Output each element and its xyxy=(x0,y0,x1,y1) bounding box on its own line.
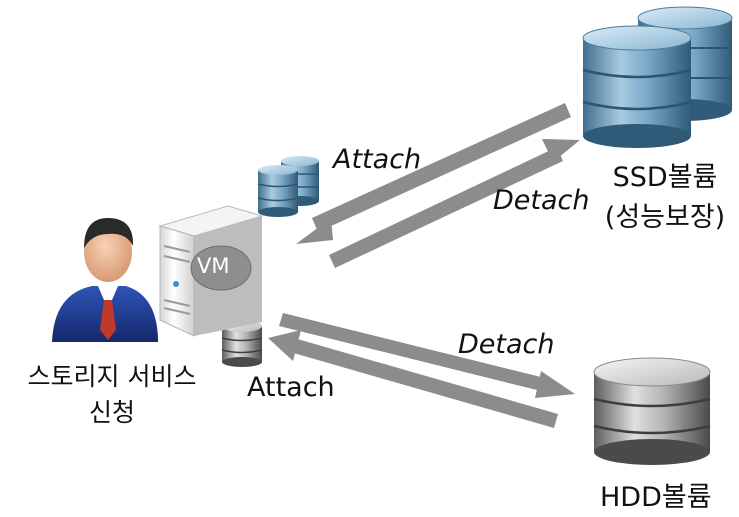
ssd-volume-label: SSD볼륨 (성능보장) xyxy=(604,162,726,233)
arrow-hdd-detach xyxy=(279,313,575,398)
arrow-hdd-attach xyxy=(268,330,558,428)
user-request-label: 스토리지 서비스 신청 xyxy=(27,362,197,427)
ssd-database-icon xyxy=(582,6,733,148)
businessman-icon xyxy=(52,218,158,342)
ssd-small-icon xyxy=(257,156,319,217)
ssd-detach-label: Detach xyxy=(493,185,590,216)
ssd-attach-label: Attach xyxy=(333,144,422,175)
hdd-detach-label: Detach xyxy=(458,329,555,360)
arrow-ssd-detach xyxy=(329,139,580,268)
hdd-attach-label: Attach xyxy=(247,372,335,403)
server-icon xyxy=(158,205,264,337)
hdd-database-icon xyxy=(593,357,711,465)
hdd-volume-label: HDD볼륨 xyxy=(600,482,712,513)
vm-label: VM xyxy=(197,254,230,278)
arrow-ssd-attach xyxy=(296,103,571,244)
